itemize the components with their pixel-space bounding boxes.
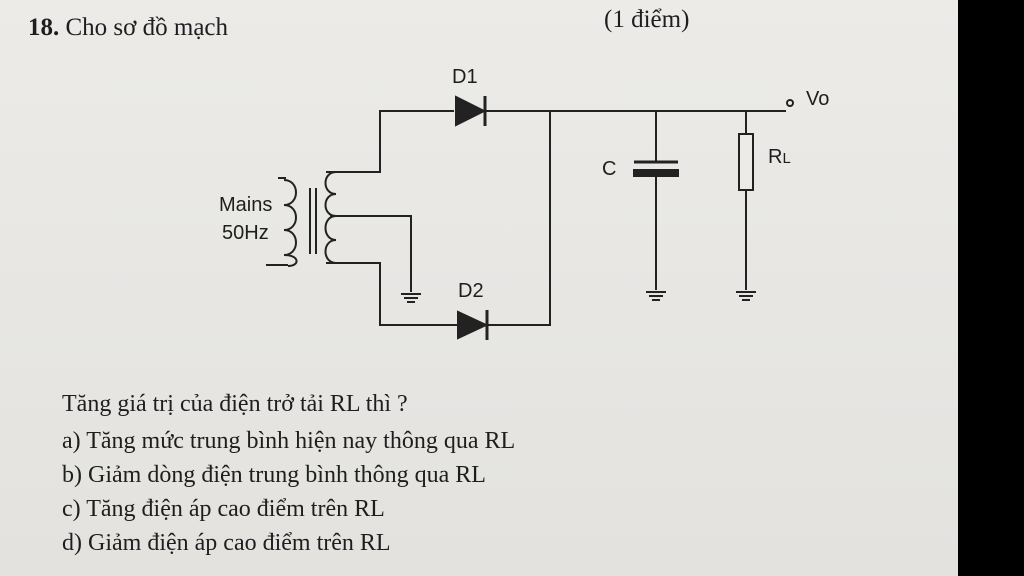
- mains-label: Mains: [219, 194, 273, 216]
- center-tap-wire: [330, 215, 412, 292]
- output-voltage-label: Vo: [806, 88, 830, 110]
- option-b: b) Giảm dòng điện trung bình thông qua R…: [62, 462, 486, 488]
- diode-d2-label: D2: [458, 280, 484, 302]
- question-prompt: Tăng giá trị của điện trở tải RL thì ?: [62, 391, 408, 417]
- diode-d2: [457, 310, 489, 340]
- diode-d1-label: D1: [452, 66, 478, 88]
- frequency-label: 50Hz: [222, 222, 269, 244]
- answer-options: a) Tăng mức trung bình hiện nay thông qu…: [62, 424, 515, 560]
- resistor-label: RL: [768, 146, 791, 168]
- option-a: a) Tăng mức trung bình hiện nay thông qu…: [62, 428, 516, 454]
- resistor-rl: [736, 111, 756, 301]
- question-header: 18. Cho sơ đồ mạch: [28, 14, 228, 42]
- question-number: 18.: [28, 14, 60, 41]
- secondary-bottom-wire: [326, 111, 551, 326]
- transformer-primary: [283, 179, 298, 267]
- secondary-top-wire: [326, 162, 381, 173]
- capacitor-c: [633, 111, 679, 301]
- option-d: d) Giảm điện áp cao điểm trên RL: [62, 530, 391, 556]
- diode-d1: [455, 95, 487, 127]
- option-c: c) Tăng điện áp cao điểm trên RL: [62, 496, 385, 522]
- output-terminal: [786, 99, 794, 107]
- output-rail: [379, 110, 786, 162]
- capacitor-label: C: [602, 158, 617, 180]
- transformer-secondary: [324, 171, 337, 264]
- circuit-diagram: [266, 95, 794, 340]
- exam-page: 18. Cho sơ đồ mạch (1 điểm): [0, 0, 958, 576]
- question-points: (1 điểm): [604, 6, 690, 33]
- center-tap-ground: [401, 293, 421, 303]
- question-title: Cho sơ đồ mạch: [65, 14, 229, 41]
